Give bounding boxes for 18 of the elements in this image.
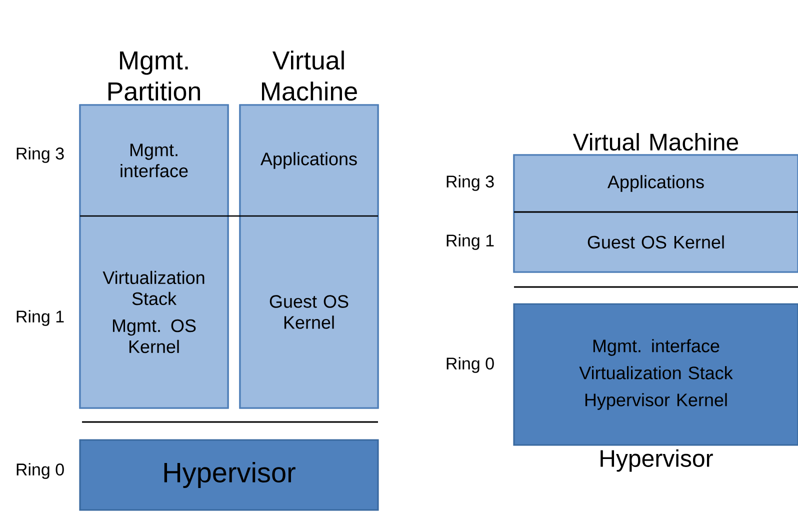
node-label: Virtual Machine [572,133,738,151]
ring-label: Ring 1 [16,310,64,326]
node-label: Mgmt. Partition [108,52,200,101]
ring-label: Ring 1 [446,234,494,250]
node-label: Virtual Machine [262,50,357,101]
hypervisor-box: Mgmt. interface Virtualization Stack Hypervisor Kernel Hypervisor [513,303,798,472]
layer-box: Guest OS Kernel [514,212,798,272]
layer-box: Virtualization Stack Mgmt. OS Kernel [80,216,228,408]
ring-label: Ring 3 [446,175,494,191]
ring-label: Ring 3 [16,147,64,163]
node-label: Hypervisor [600,449,713,472]
hypervisor-box: Hypervisor [79,439,379,511]
layer-box: Applications [240,105,378,216]
ring-label: Ring 0 [446,357,494,373]
layer-box: Guest OS Kernel [240,216,378,408]
ring-label: Ring 0 [16,463,64,479]
layer-box: Applications [514,155,798,212]
layer-box: Mgmt. interface [80,105,228,216]
